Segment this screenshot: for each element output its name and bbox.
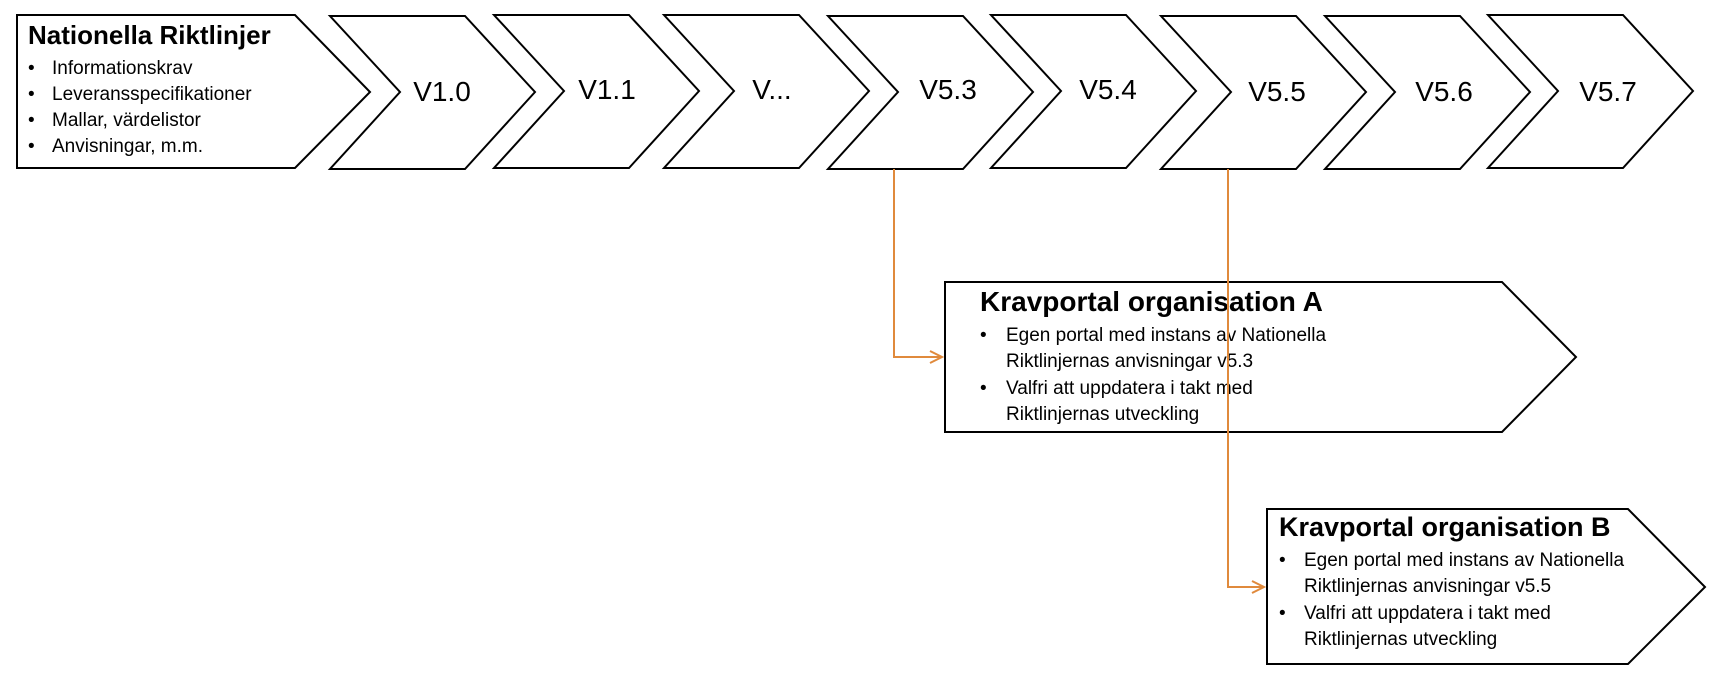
nationella-item: Mallar, värdelistor: [52, 110, 202, 131]
version-label: V5.7: [1579, 76, 1637, 107]
nationella-item: Anvisningar, m.m.: [52, 136, 203, 157]
version-chevron-v5-5: V5.5: [1158, 15, 1368, 170]
org-b-bullet: •: [1279, 603, 1286, 624]
org-a-line: Riktlinjernas anvisningar v5.3: [1006, 351, 1253, 372]
version-chevron-v5-7: V5.7: [1485, 14, 1695, 169]
version-label: V5.4: [1079, 74, 1137, 105]
connector-v5-5-to-org-b: [1227, 169, 1267, 594]
org-b-title: Kravportal organisation B: [1279, 512, 1611, 542]
org-a-bullet: •: [980, 378, 987, 399]
kravportal-org-a-box: Kravportal organisation A • Egen portal …: [944, 281, 1578, 433]
version-chevron-v-ellipsis: V...: [661, 14, 871, 169]
org-a-line: Egen portal med instans av Nationella: [1006, 325, 1326, 346]
nationella-item: Leveransspecifikationer: [52, 84, 252, 105]
arrowhead-icon: [1251, 580, 1267, 594]
org-b-bullet: •: [1279, 550, 1286, 571]
org-a-bullet: •: [980, 325, 987, 346]
version-label: V1.1: [578, 74, 636, 105]
org-b-line: Riktlinjernas utveckling: [1304, 629, 1497, 650]
version-chevron-v1-1: V1.1: [491, 14, 701, 169]
org-a-line: Riktlinjernas utveckling: [1006, 404, 1199, 425]
org-b-line: Valfri att uppdatera i takt med: [1304, 603, 1551, 624]
version-label: V5.6: [1415, 76, 1473, 107]
org-b-line: Riktlinjernas anvisningar v5.5: [1304, 576, 1551, 597]
version-label: V5.3: [919, 74, 977, 105]
nationella-bullet: •: [28, 136, 35, 157]
version-chevron-v1-0: V1.0: [327, 15, 537, 170]
nationella-bullet: •: [28, 84, 35, 105]
org-a-title: Kravportal organisation A: [980, 286, 1323, 317]
org-a-line: Valfri att uppdatera i takt med: [1006, 378, 1253, 399]
version-label: V5.5: [1248, 76, 1306, 107]
nationella-title: Nationella Riktlinjer: [28, 20, 271, 50]
nationella-bullet: •: [28, 110, 35, 131]
nationella-bullet: •: [28, 58, 35, 79]
connector-v5-3-to-org-a: [893, 169, 945, 364]
version-chevron-v5-6: V5.6: [1322, 15, 1532, 170]
arrowhead-icon: [929, 350, 945, 364]
version-label: V1.0: [413, 76, 471, 107]
kravportal-org-b-box: Kravportal organisation B • Egen portal …: [1266, 508, 1707, 665]
nationella-item: Informationskrav: [52, 58, 193, 79]
version-chevron-v5-4: V5.4: [988, 14, 1198, 169]
org-b-line: Egen portal med instans av Nationella: [1304, 550, 1624, 571]
nationella-riktlinjer-box: Nationella Riktlinjer • Informationskrav…: [16, 14, 372, 169]
version-label: V...: [752, 74, 791, 105]
version-chevron-v5-3: V5.3: [825, 15, 1035, 170]
